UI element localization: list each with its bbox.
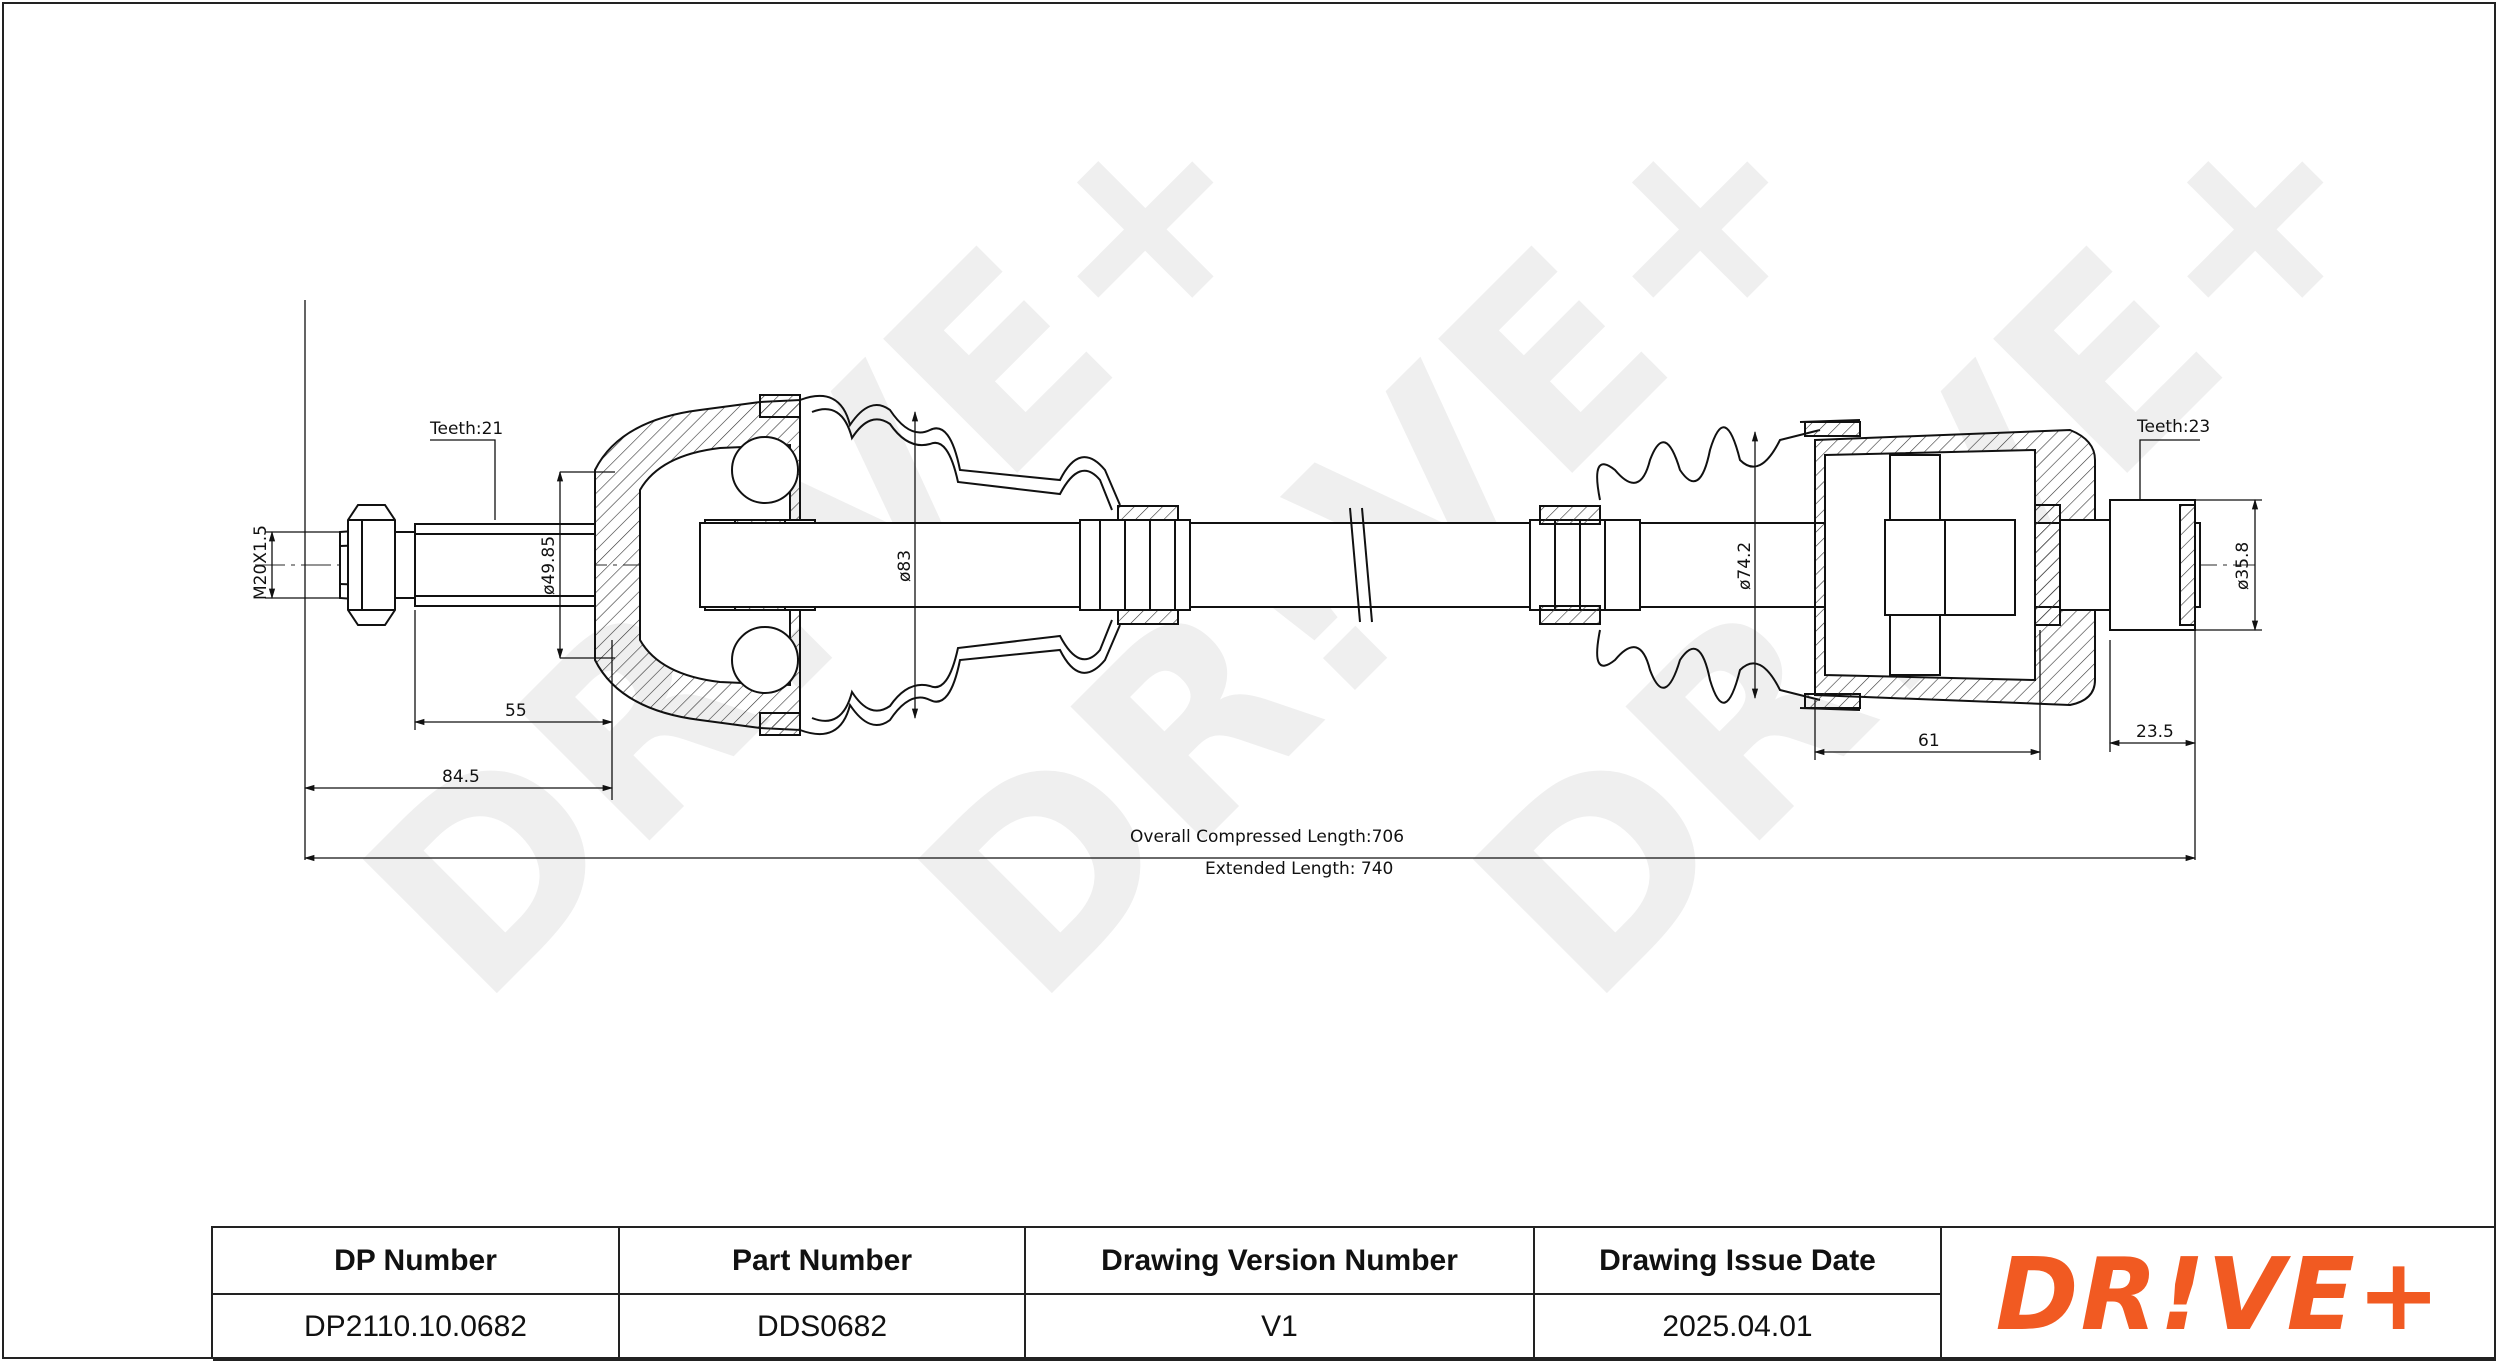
left-spline bbox=[414, 523, 596, 607]
dimension-lines bbox=[265, 300, 2262, 862]
header-dp-number: DP Number bbox=[213, 1228, 620, 1295]
driveshaft-technical-drawing: DR!VE+ DR!VE+ DR!VE+ bbox=[251, 40, 2434, 1053]
len-housing-right-label: 61 bbox=[1918, 731, 1940, 751]
len-stub-left-label: 84.5 bbox=[442, 767, 480, 787]
thread-label: M20X1.5 bbox=[251, 525, 271, 600]
hex-nut bbox=[347, 504, 396, 626]
ball-lower bbox=[731, 626, 799, 694]
teeth-right-label: Teeth:23 bbox=[2136, 417, 2210, 437]
drive-logo-text: DR!VE+ bbox=[1995, 1239, 2442, 1349]
header-part-number: Part Number bbox=[620, 1228, 1026, 1295]
title-block: DP Number Part Number Drawing Version Nu… bbox=[211, 1226, 2496, 1361]
extended-length-label: Extended Length: 740 bbox=[1205, 859, 1393, 879]
tripod-spider bbox=[1884, 519, 1946, 616]
dia-boot-right-label: ø74.2 bbox=[1735, 542, 1755, 590]
value-issue-date: 2025.04.01 bbox=[1535, 1295, 1942, 1361]
brand-logo-cell: DR!VE+ bbox=[1942, 1228, 2496, 1361]
dia-shaft-right-label: ø35.8 bbox=[2233, 542, 2253, 590]
value-dp-number: DP2110.10.0682 bbox=[213, 1295, 620, 1361]
drive-logo: DR!VE+ bbox=[1995, 1239, 2442, 1349]
value-drawing-version: V1 bbox=[1026, 1295, 1535, 1361]
len-spline-right-label: 23.5 bbox=[2136, 722, 2174, 742]
dia-shaft-left-label: ø49.85 bbox=[539, 536, 559, 595]
dia-boot-left-label: ø83 bbox=[895, 550, 915, 582]
overall-compressed-label: Overall Compressed Length:706 bbox=[1130, 827, 1404, 847]
ball-upper bbox=[731, 436, 799, 504]
len-spline-left-label: 55 bbox=[505, 701, 527, 721]
left-stub bbox=[339, 504, 596, 626]
teeth-left-label: Teeth:21 bbox=[429, 419, 503, 439]
header-drawing-version: Drawing Version Number bbox=[1026, 1228, 1535, 1295]
header-issue-date: Drawing Issue Date bbox=[1535, 1228, 1942, 1295]
right-cv-housing bbox=[1814, 428, 2196, 707]
right-boot bbox=[1539, 419, 1861, 711]
value-part-number: DDS0682 bbox=[620, 1295, 1026, 1361]
dimension-labels: M20X1.5 Teeth:21 Teeth:23 ø49.85 ø83 ø74… bbox=[251, 417, 2253, 879]
